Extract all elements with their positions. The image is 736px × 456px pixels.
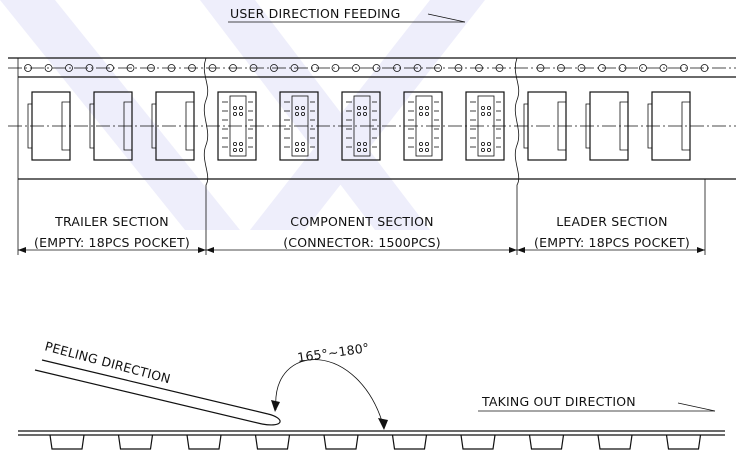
angle-arc [275, 359, 385, 429]
section-break-2 [514, 57, 520, 255]
sprocket-hole [188, 64, 196, 72]
section-break-1 [203, 57, 209, 255]
feed-direction-arrow [228, 13, 466, 23]
sprocket-hole [311, 64, 319, 72]
carrier-tape [8, 57, 736, 255]
taking-out-arrow [478, 402, 716, 412]
side-pocket [49, 434, 85, 450]
section-dimension-lines [18, 247, 705, 253]
sprocket-hole [475, 64, 483, 72]
sprocket-hole [147, 64, 155, 72]
side-view-tape [18, 430, 725, 450]
sprocket-hole [65, 64, 73, 72]
side-pocket [117, 434, 154, 450]
connector-pocket [403, 91, 443, 161]
side-pocket [528, 434, 565, 450]
sprocket-hole [454, 64, 463, 72]
sprocket-hole [536, 64, 545, 72]
connector-pocket [279, 91, 319, 161]
sprocket-hole [126, 64, 135, 72]
sprocket-hole [229, 64, 237, 72]
component-section-title: COMPONENT SECTION [290, 214, 433, 229]
trailer-section-title: TRAILER SECTION [54, 214, 169, 229]
sprocket-hole [393, 64, 401, 72]
sprocket-hole [434, 64, 442, 72]
sprocket-hole [290, 64, 299, 72]
side-pocket [186, 434, 222, 450]
sprocket-hole [44, 64, 53, 72]
sprocket-hole [24, 64, 32, 72]
sprocket-hole [495, 64, 504, 72]
leader-section-note: (EMPTY: 18PCS POCKET) [534, 235, 690, 250]
component-section-note: (CONNECTOR: 1500PCS) [283, 235, 441, 250]
sprocket-holes [24, 64, 709, 72]
sprocket-hole [331, 64, 340, 72]
side-pocket [597, 434, 633, 450]
connector-pocket [217, 91, 257, 161]
trailer-section-note: (EMPTY: 18PCS POCKET) [34, 235, 190, 250]
feed-direction-label: USER DIRECTION FEEDING [230, 6, 400, 21]
sprocket-hole [85, 64, 94, 72]
side-pocket [460, 434, 496, 450]
sprocket-hole [618, 64, 627, 72]
sprocket-hole [639, 64, 647, 72]
empty-pocket [647, 91, 691, 161]
sprocket-hole [106, 64, 114, 72]
sprocket-hole [372, 64, 381, 72]
side-pockets [49, 434, 702, 450]
taking-out-direction-label: TAKING OUT DIRECTION [481, 394, 636, 409]
sprocket-hole [680, 64, 688, 72]
empty-pocket [89, 91, 133, 161]
angle-arrow-left [271, 400, 280, 412]
sprocket-hole [577, 64, 586, 72]
peeling-direction-label: PEELING DIRECTION [43, 338, 172, 386]
sprocket-hole [249, 64, 258, 72]
leader-section-title: LEADER SECTION [556, 214, 667, 229]
sprocket-hole [167, 64, 176, 72]
sprocket-hole [270, 64, 278, 72]
empty-pocket [585, 91, 629, 161]
cover-tape [34, 359, 281, 426]
peel-angle-label: 165°~180° [296, 340, 370, 365]
sprocket-hole [413, 64, 422, 72]
sprocket-hole [352, 64, 360, 72]
sprocket-hole [557, 64, 565, 72]
empty-pocket [27, 91, 71, 161]
connector-pocket [341, 91, 381, 161]
side-pocket [391, 434, 428, 450]
side-pocket [665, 434, 702, 450]
sprocket-hole [598, 64, 606, 72]
empty-pocket [151, 91, 195, 161]
sprocket-hole [659, 64, 668, 72]
angle-arrow-right [378, 418, 388, 430]
component-pockets [217, 91, 505, 161]
side-pocket [323, 434, 359, 450]
empty-pocket [523, 91, 567, 161]
sprocket-hole [700, 64, 709, 72]
sprocket-hole [208, 64, 217, 72]
side-pocket [254, 434, 291, 450]
empty-pockets [27, 91, 691, 161]
connector-pocket [465, 91, 505, 161]
